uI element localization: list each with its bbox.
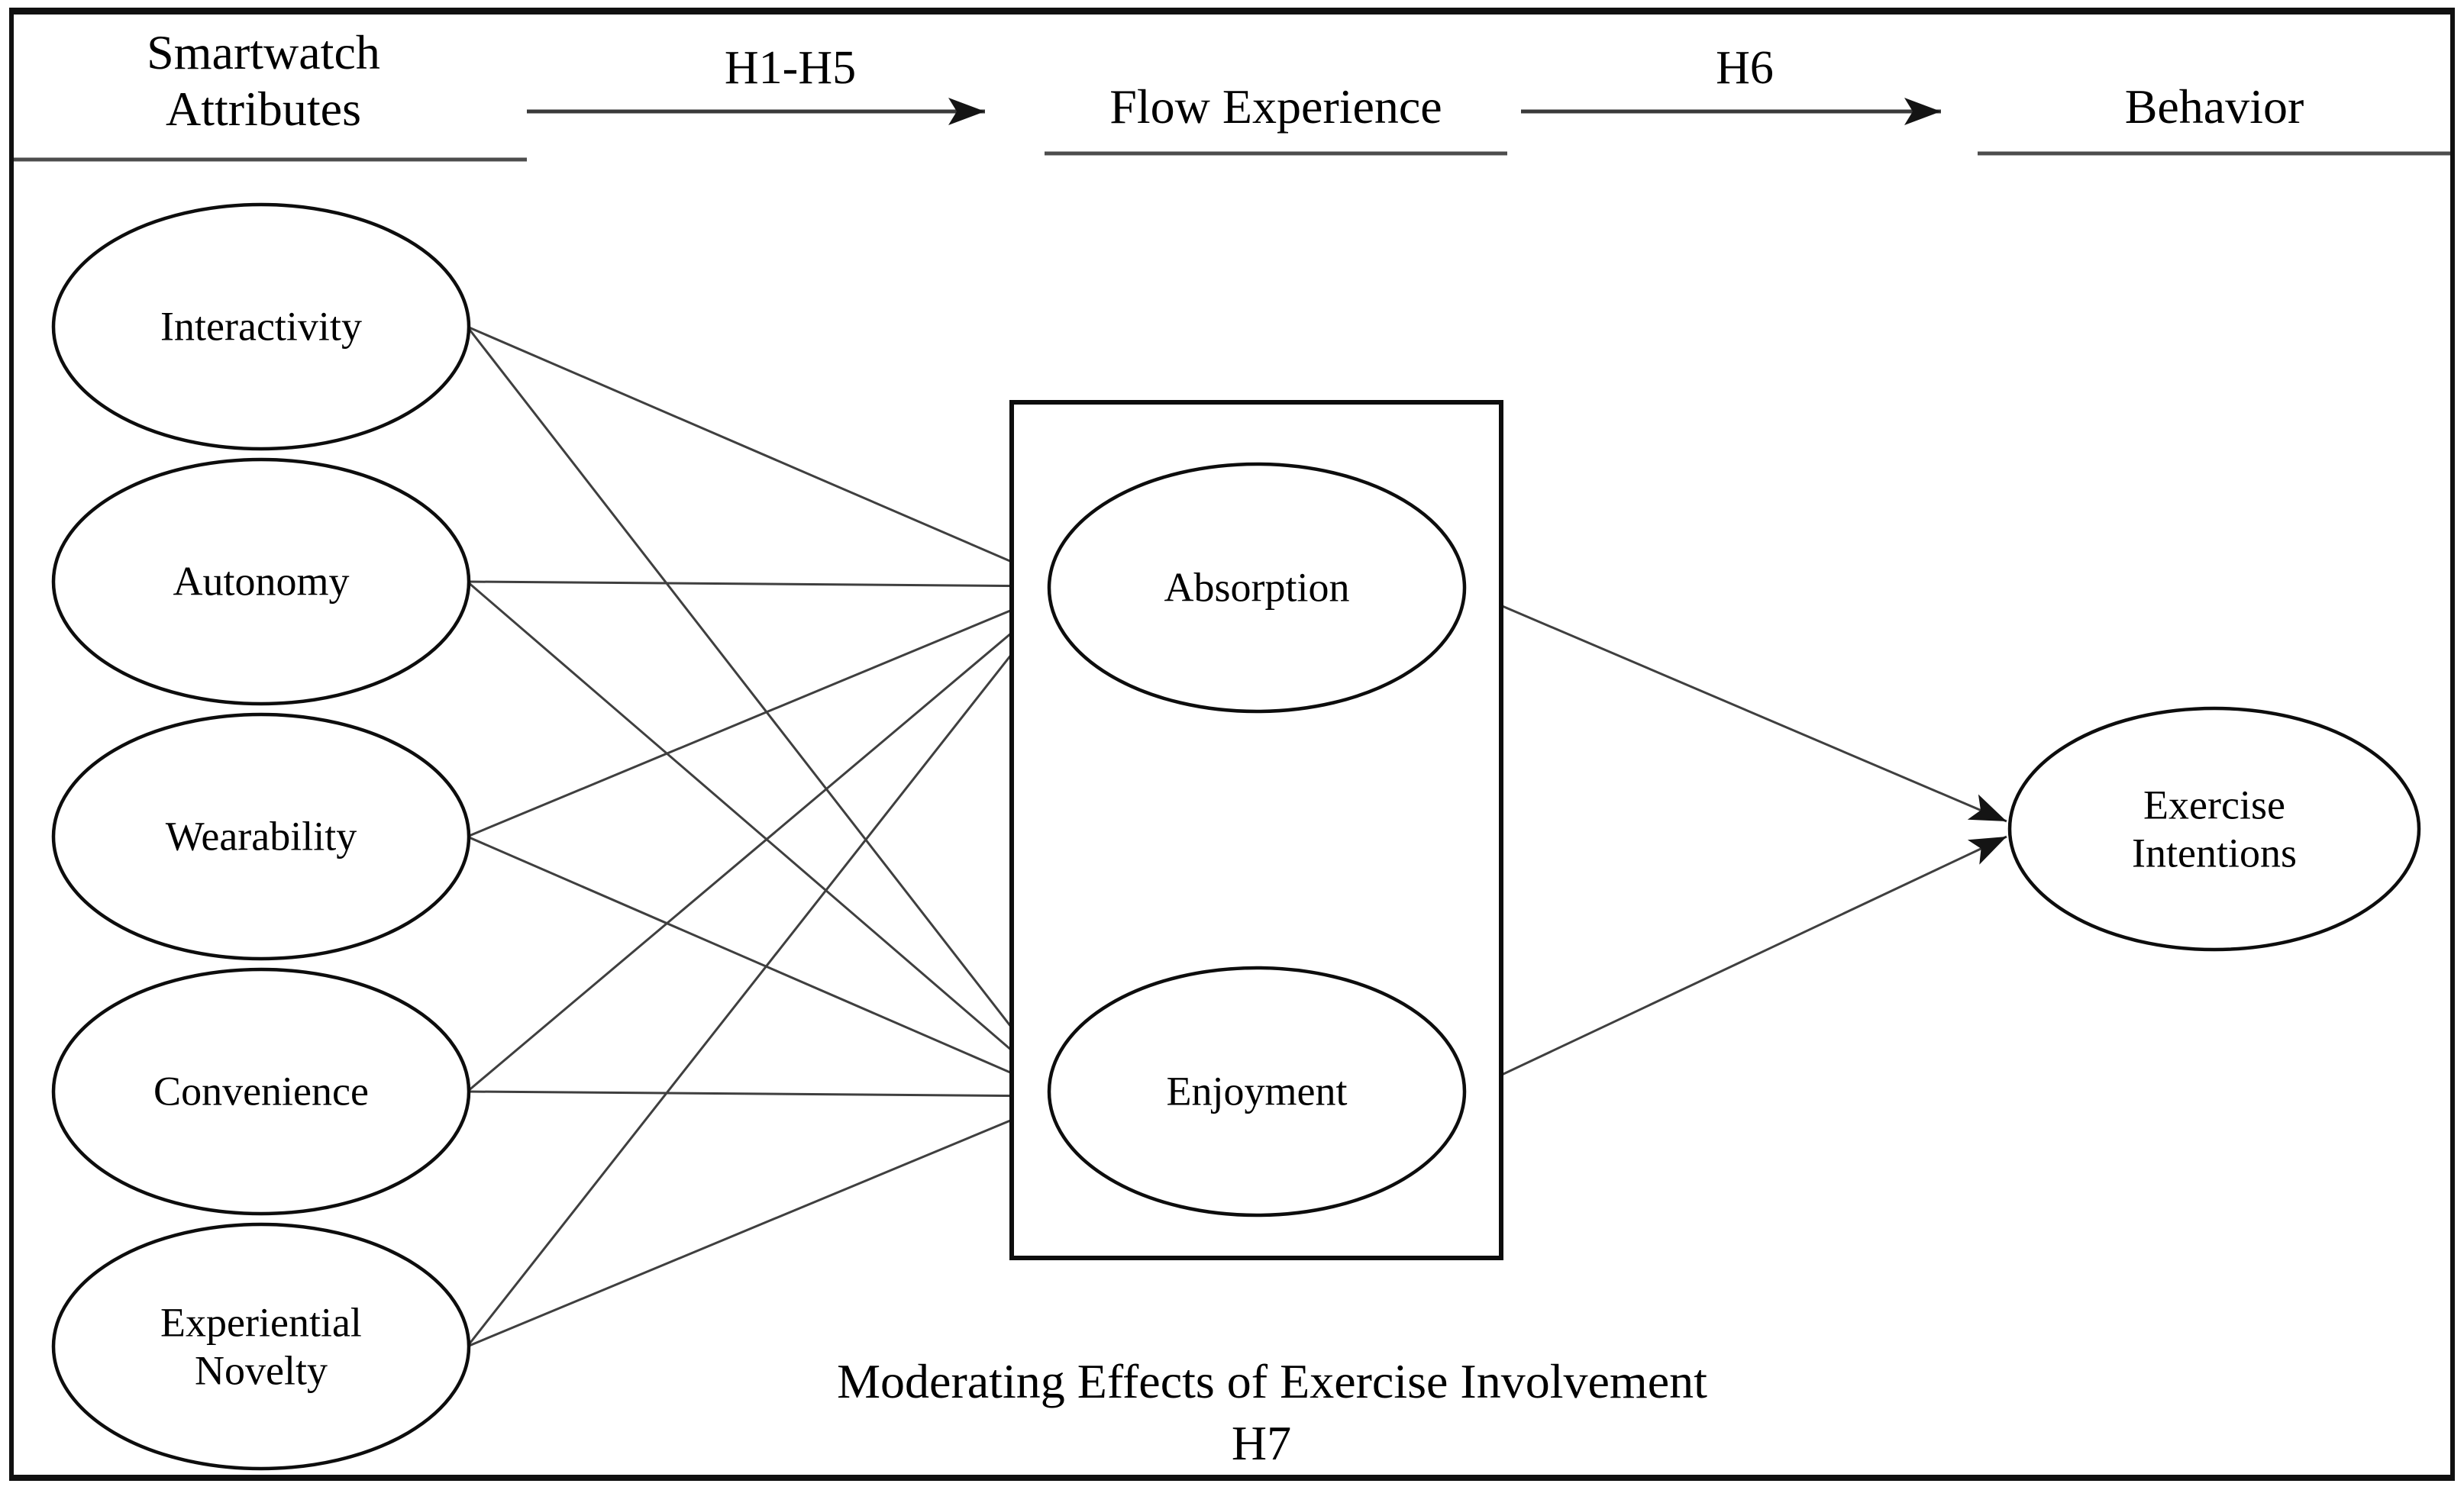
path-interactivity-absorption bbox=[467, 325, 1051, 580]
flow-experience-heading: Flow Experience bbox=[1109, 79, 1442, 134]
h7-label: H7 bbox=[1231, 1415, 1292, 1470]
interactivity-ellipse bbox=[51, 202, 471, 451]
path-experiential-novelty-enjoyment bbox=[467, 1102, 1051, 1348]
path-convenience-absorption bbox=[467, 598, 1051, 1093]
path-enjoyment-exercise-intentions bbox=[1462, 835, 2007, 1095]
absorption-label: Absorption bbox=[1164, 564, 1350, 611]
exercise-intentions-label: Exercise Intentions bbox=[2132, 782, 2297, 876]
path-experiential-novelty-absorption bbox=[466, 604, 1052, 1347]
experiential-novelty-label: Experiential Novelty bbox=[160, 1299, 362, 1393]
convenience-ellipse bbox=[51, 967, 471, 1216]
h1-h5-label: H1-H5 bbox=[724, 42, 857, 95]
path-interactivity-enjoyment bbox=[466, 326, 1052, 1079]
wearability-label: Wearability bbox=[165, 813, 357, 859]
path-wearability-absorption bbox=[467, 592, 1051, 838]
path-autonomy-enjoyment bbox=[467, 580, 1051, 1085]
convenience-label: Convenience bbox=[153, 1068, 369, 1114]
path-convenience-enjoyment bbox=[467, 1082, 1051, 1110]
autonomy-label: Autonomy bbox=[173, 558, 350, 605]
experiential-novelty-ellipse bbox=[51, 1222, 471, 1471]
behavior-heading: Behavior bbox=[2124, 79, 2304, 134]
smartwatch-attributes-heading: Smartwatch Attributes bbox=[147, 24, 380, 136]
moderation-caption: Moderating Effects of Exercise Involveme… bbox=[837, 1353, 1707, 1408]
exercise-intentions-ellipse bbox=[2007, 706, 2421, 952]
autonomy-ellipse bbox=[51, 457, 471, 706]
path-autonomy-absorption bbox=[467, 572, 1051, 600]
path-absorption-exercise-intentions bbox=[1462, 588, 2007, 823]
wearability-ellipse bbox=[51, 712, 471, 961]
path-wearability-enjoyment bbox=[467, 835, 1051, 1092]
absorption-ellipse bbox=[1047, 462, 1467, 714]
h6-label: H6 bbox=[1716, 42, 1774, 95]
interactivity-label: Interactivity bbox=[160, 303, 362, 350]
enjoyment-label: Enjoyment bbox=[1166, 1068, 1348, 1114]
enjoyment-ellipse bbox=[1047, 966, 1467, 1217]
